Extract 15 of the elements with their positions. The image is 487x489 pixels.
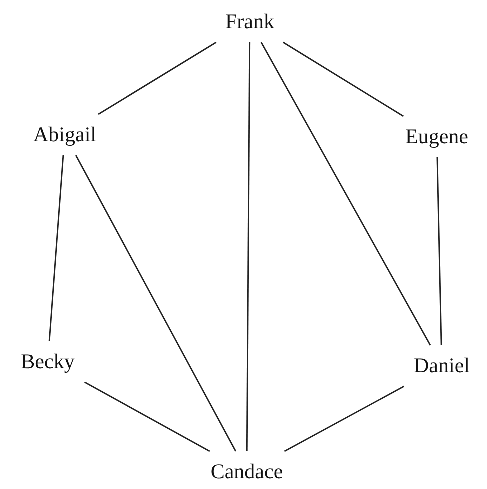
- connector-line: [98, 42, 217, 116]
- connector-line: [246, 42, 251, 452]
- connector-line: [260, 42, 432, 346]
- node-label: Eugene: [402, 122, 472, 152]
- connector-line: [84, 382, 210, 452]
- connector-line: [75, 155, 237, 452]
- node-label: Frank: [222, 8, 278, 36]
- connector-line: [436, 157, 442, 346]
- node-label: Abigail: [30, 120, 100, 150]
- node-label: Becky: [17, 348, 79, 376]
- node-label: Candace: [206, 458, 288, 486]
- node-label: Daniel: [410, 352, 474, 380]
- connector-line: [282, 42, 404, 118]
- connector-line: [48, 155, 64, 342]
- connector-line: [284, 386, 405, 452]
